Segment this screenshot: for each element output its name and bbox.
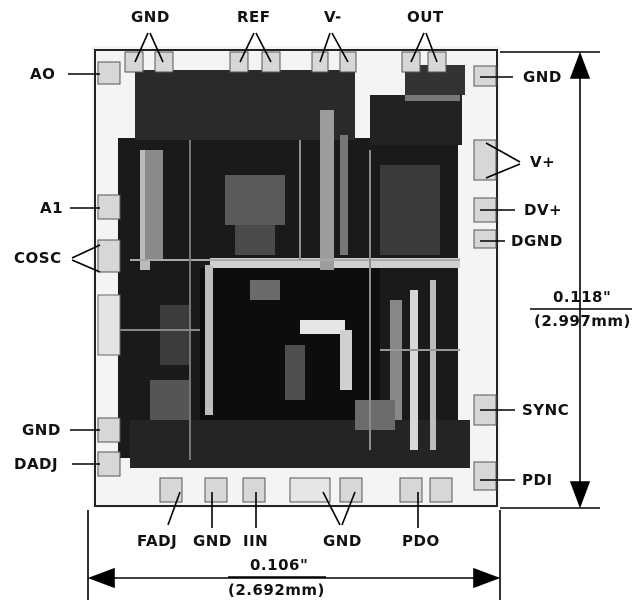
label-right-dvplus: DV+	[524, 201, 563, 219]
label-bottom-gnd2: GND	[323, 532, 362, 550]
leader-top-ref-a	[239, 32, 255, 63]
label-bottom-pdo: PDO	[402, 532, 440, 550]
leader-top-out-a	[410, 32, 425, 63]
height-arrow-up	[569, 51, 591, 79]
label-left-dadj: DADJ	[14, 455, 59, 473]
height-arrow-down	[569, 481, 591, 509]
width-inch-label: 0.106"	[250, 556, 309, 574]
label-top-out: OUT	[407, 8, 444, 26]
height-inch-label: 0.118"	[553, 288, 612, 306]
label-top-vminus: V-	[324, 8, 342, 26]
label-left-gnd: GND	[22, 421, 61, 439]
leader-right-vplus-b	[485, 163, 521, 179]
label-right-sync: SYNC	[522, 401, 570, 419]
label-bottom-iin: IIN	[243, 532, 269, 550]
label-right-pdi: PDI	[522, 471, 553, 489]
label-right-gnd: GND	[523, 68, 562, 86]
height-mm-label: (2.997mm)	[534, 312, 631, 330]
leader-left-cosc-b	[71, 259, 101, 273]
label-right-dgnd: DGND	[511, 232, 563, 250]
leader-top-out-b	[425, 32, 438, 63]
label-bottom-fadj: FADJ	[137, 532, 178, 550]
label-left-a1: A1	[40, 199, 64, 217]
leader-top-ref-b	[255, 32, 272, 63]
width-arrow-right	[473, 567, 501, 589]
leader-left-cosc-a	[71, 244, 101, 259]
label-top-ref: REF	[237, 8, 271, 26]
label-left-a0: AO	[30, 65, 56, 83]
leader-lines	[68, 32, 521, 528]
dimension-lines	[87, 51, 632, 600]
label-top-gnd: GND	[131, 8, 170, 26]
leader-bottom-gnd2-b	[341, 491, 356, 526]
leader-top-gnd-b	[149, 32, 164, 63]
label-left-cosc: COSC	[14, 249, 62, 267]
leader-right-vplus-a	[485, 142, 521, 163]
leader-top-vminus-a	[319, 32, 331, 63]
leader-bottom-fadj	[167, 491, 181, 526]
leader-top-gnd-a	[134, 32, 149, 63]
label-bottom-gnd1: GND	[193, 532, 232, 550]
width-mm-label: (2.692mm)	[228, 581, 325, 599]
label-right-vplus: V+	[530, 153, 556, 171]
leader-bottom-gnd2-a	[322, 491, 341, 526]
width-arrow-left	[87, 567, 115, 589]
leader-top-vminus-b	[331, 32, 349, 63]
die-body	[92, 46, 500, 508]
